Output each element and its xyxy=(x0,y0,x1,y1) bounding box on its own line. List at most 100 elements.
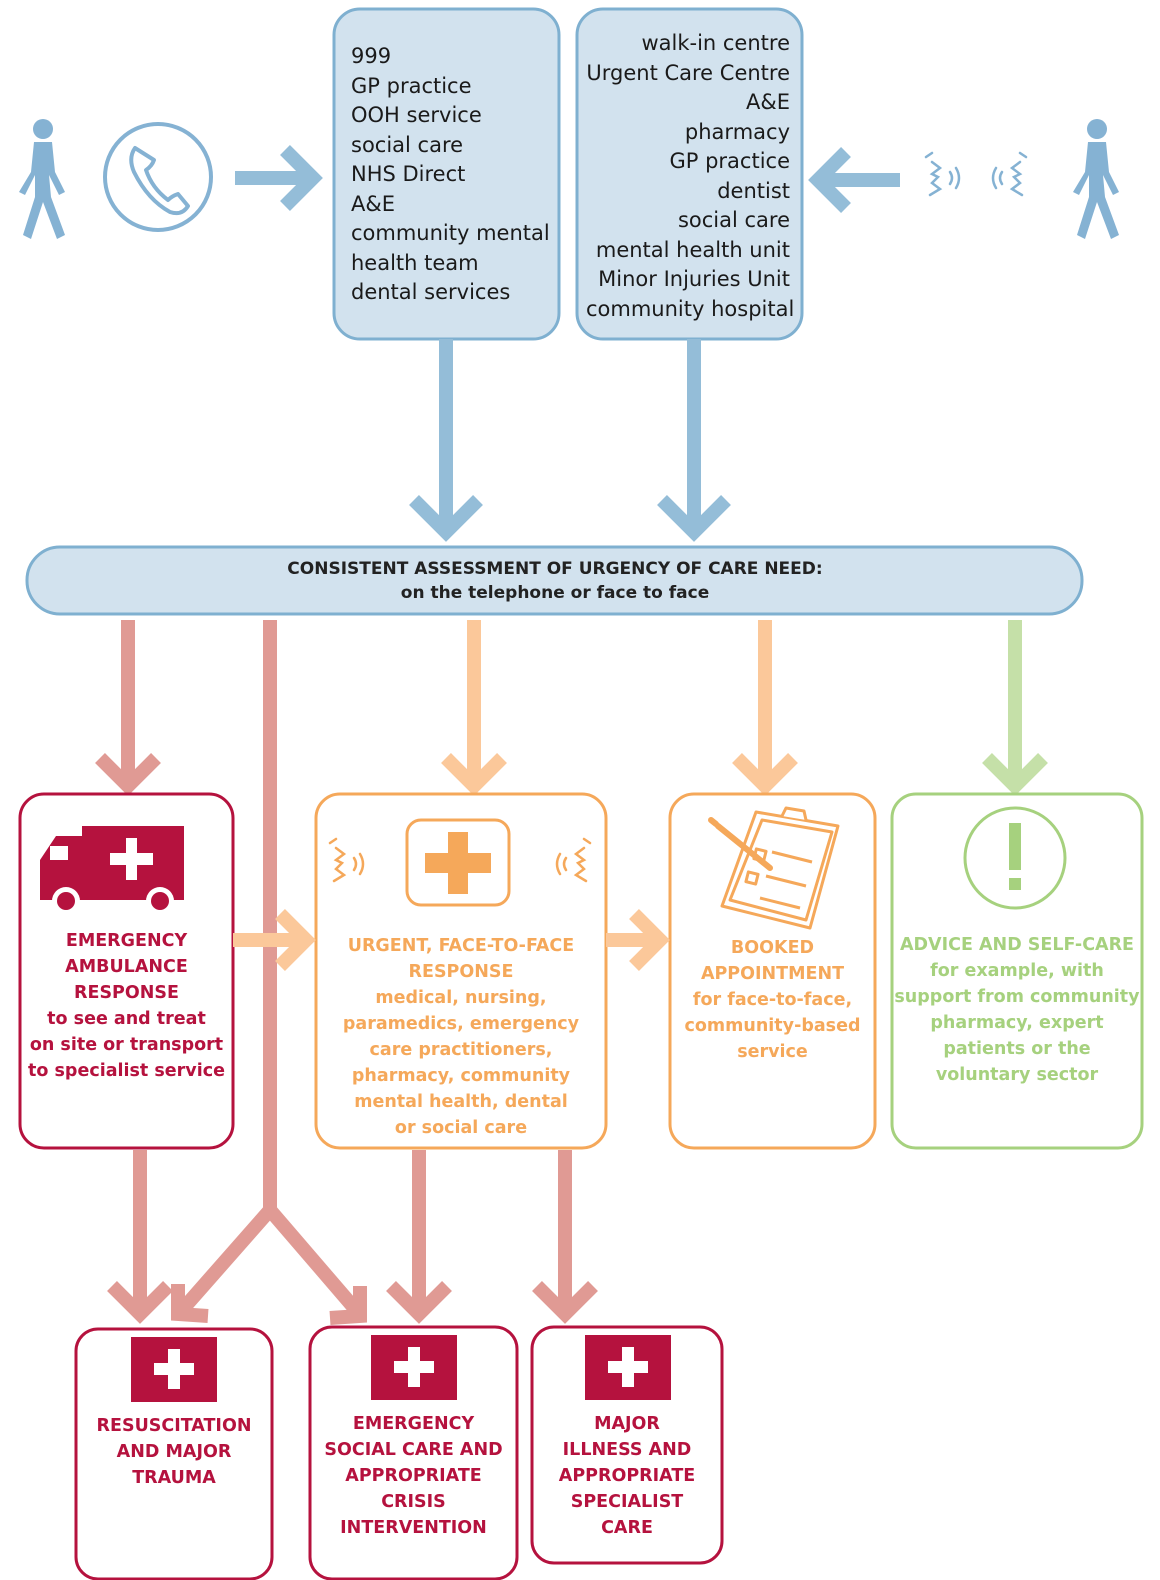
response-desc-line: medical, nursing, xyxy=(375,988,547,1008)
arrow-to-ambulance xyxy=(95,620,161,796)
response-title-line: APPOINTMENT xyxy=(700,964,845,984)
assessment-bar xyxy=(25,545,1084,616)
medical-cross-icon xyxy=(405,818,511,907)
response-title-line: RESPONSE xyxy=(74,983,179,1003)
outcome-line: TRAUMA xyxy=(132,1468,216,1488)
response-title-line: EMERGENCY xyxy=(65,931,188,951)
arrow-urgent-to-booked xyxy=(606,909,670,971)
outcome-line: SOCIAL CARE AND xyxy=(324,1440,503,1460)
response-desc-line: mental health, dental xyxy=(354,1092,568,1112)
outcome-line: ILLNESS AND xyxy=(562,1440,692,1460)
arrow-urgent-to-social xyxy=(386,1150,452,1324)
arrow-phone-to-assessment xyxy=(409,339,483,542)
service-item: Urgent Care Centre xyxy=(586,60,790,85)
outcome-line: MAJOR xyxy=(594,1414,660,1434)
response-title-line: BOOKED xyxy=(730,938,815,958)
major-illness-box xyxy=(530,1325,724,1565)
assessment-subtitle: on the telephone or face to face xyxy=(400,583,710,603)
advice-caption: ADVICE AND SELF-CARE for example, with sup… xyxy=(894,932,1140,1088)
resus-cross-icon xyxy=(131,1337,217,1402)
service-item: walk-in centre xyxy=(641,31,790,55)
service-item: OOH service xyxy=(351,103,482,127)
arrow-to-urgent xyxy=(441,620,507,796)
speaking-left-icon xyxy=(328,837,365,883)
response-desc-line: service xyxy=(737,1042,808,1062)
assessment-title: CONSISTENT ASSESSMENT OF URGENCY OF CARE… xyxy=(287,559,823,579)
response-desc-line: pharmacy, community xyxy=(351,1066,571,1086)
service-item: dentist xyxy=(717,178,790,203)
arrow-walkin-to-assessment xyxy=(657,339,731,542)
service-item: GP practice xyxy=(669,149,790,173)
resuscitation-box xyxy=(74,1327,274,1580)
response-title-line: ADVICE AND SELF-CARE xyxy=(899,935,1135,955)
assessment-text: CONSISTENT ASSESSMENT OF URGENCY OF CARE… xyxy=(40,557,1070,605)
response-title-line: URGENT, FACE-TO-FACE xyxy=(347,936,575,956)
response-desc-line: to specialist service xyxy=(28,1061,225,1081)
arrow-ambulance-to-resus xyxy=(107,1150,173,1324)
ambulance-caption: EMERGENCY AMBULANCE RESPONSE to see and tre… xyxy=(24,928,229,1084)
ambulance-icon xyxy=(40,826,184,915)
response-desc-line: for face-to-face, xyxy=(692,990,853,1010)
service-item: Minor Injuries Unit xyxy=(598,267,790,291)
arrow-phone-to-services xyxy=(235,145,323,211)
walkin-walker-icon xyxy=(1073,119,1119,239)
response-title-line: RESPONSE xyxy=(408,962,514,982)
outcome-line: CRISIS xyxy=(381,1492,446,1512)
service-item: community hospital xyxy=(586,296,795,321)
response-desc-line: to see and treat xyxy=(47,1009,206,1029)
advice-selfcare-box xyxy=(890,792,1144,1150)
response-desc-line: on site or transport xyxy=(29,1035,224,1055)
emergency-social-care-box xyxy=(308,1325,519,1580)
service-item: mental health unit xyxy=(595,237,790,262)
service-item: A&E xyxy=(745,90,790,114)
outcome-line: INTERVENTION xyxy=(340,1518,487,1538)
arrow-direct-to-outcomes xyxy=(171,620,367,1325)
service-item: dental services xyxy=(351,280,511,304)
response-desc-line: pharmacy, expert xyxy=(930,1013,1104,1033)
booked-caption: BOOKED APPOINTMENT for face-to-face, commun… xyxy=(674,935,871,1065)
urgent-response-box xyxy=(314,792,608,1150)
response-desc-line: or social care xyxy=(394,1118,528,1138)
speaking-right-icon xyxy=(555,837,592,883)
clipboard-icon xyxy=(708,806,840,930)
arrow-to-advice xyxy=(982,620,1048,796)
response-desc-line: voluntary sector xyxy=(935,1065,1099,1085)
response-desc-line: for example, with xyxy=(930,961,1104,981)
service-item: pharmacy xyxy=(684,119,790,144)
outcome-line: RESUSCITATION xyxy=(96,1416,252,1436)
outcome-line: APPROPRIATE xyxy=(345,1466,482,1486)
major-cross-icon xyxy=(585,1335,671,1400)
urgent-caption: URGENT, FACE-TO-FACE RESPONSE medical, nur… xyxy=(320,933,602,1141)
service-item: A&E xyxy=(351,191,396,216)
emergency-social-care-caption: EMERGENCY SOCIAL CARE AND APPROPRIATE CRISI… xyxy=(312,1411,515,1541)
response-desc-line: patients or the xyxy=(943,1039,1091,1059)
major-illness-caption: MAJOR ILLNESS AND APPROPRIATE SPECIALIST CAR… xyxy=(534,1411,720,1541)
outcome-line: APPROPRIATE xyxy=(558,1466,696,1486)
service-item: NHS Direct xyxy=(351,162,466,186)
response-desc-line: support from community xyxy=(894,987,1140,1007)
conversation-icon xyxy=(924,151,1028,197)
outcome-line: CARE xyxy=(601,1518,653,1538)
resuscitation-caption: RESUSCITATION AND MAJOR TRAUMA xyxy=(80,1413,268,1491)
arrow-walkin-to-services xyxy=(808,147,900,213)
service-item: 999 xyxy=(351,44,392,68)
caller-walker-icon xyxy=(19,119,65,239)
outcome-line: SPECIALIST xyxy=(570,1492,684,1512)
arrow-ambulance-to-urgent xyxy=(233,909,316,971)
service-item: social care xyxy=(351,132,464,157)
response-desc-line: community-based xyxy=(684,1016,861,1036)
service-item: health team xyxy=(351,250,479,275)
arrow-to-booked xyxy=(732,620,798,796)
outcome-line: EMERGENCY xyxy=(352,1414,475,1434)
arrow-urgent-to-major xyxy=(532,1150,598,1324)
service-item: GP practice xyxy=(351,73,472,98)
exclamation-icon xyxy=(963,806,1067,910)
telephone-icon xyxy=(103,122,213,232)
response-title-line: AMBULANCE xyxy=(65,957,188,977)
outcome-line: AND MAJOR xyxy=(116,1442,232,1462)
service-item: community mental xyxy=(351,221,550,245)
service-item: social care xyxy=(677,208,790,232)
